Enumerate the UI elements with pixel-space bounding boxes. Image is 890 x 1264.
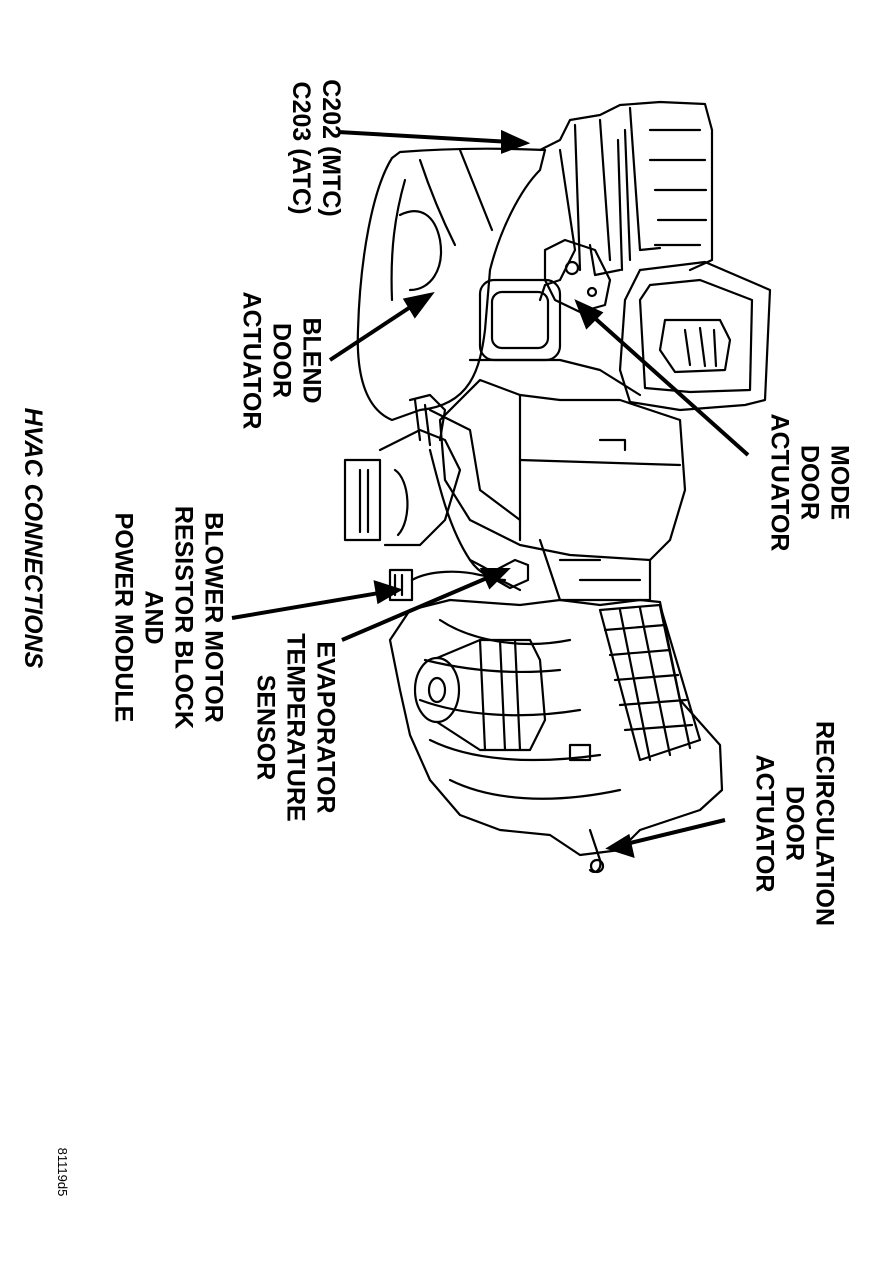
label-blower-motor: BLOWER MOTOR RESISTOR BLOCK AND POWER MO… (104, 498, 229, 738)
label-mode-line-3: ACTUATOR (765, 413, 794, 552)
label-connector-line-2: C203 (ATC) (287, 81, 315, 215)
label-recirc-line-1: RECIRCULATION (810, 720, 839, 927)
label-blower-line-2: RESISTOR BLOCK (169, 505, 198, 730)
label-mode-line-2: DOOR (795, 445, 824, 520)
label-connector-line-1: C202 (MTC) (317, 79, 345, 217)
distribution-housing (356, 100, 714, 422)
label-mode-door-actuator: MODE DOOR ACTUATOR (760, 408, 855, 558)
label-blower-line-1: BLOWER MOTOR (199, 512, 228, 723)
label-recirculation-door-actuator: RECIRCULATION DOOR ACTUATOR (745, 709, 840, 939)
label-blend-line-3: ACTUATOR (237, 291, 266, 430)
arrow-blend-door (328, 291, 435, 362)
arrow-blower-motor (231, 580, 403, 620)
outlet-duct (618, 260, 772, 412)
label-blend-door-actuator: BLEND DOOR ACTUATOR (232, 286, 327, 436)
label-blend-line-2: DOOR (267, 323, 296, 398)
figure-id: 81119d5 (55, 1147, 70, 1197)
arrow-connector (337, 129, 531, 154)
arrow-evaporator (341, 568, 511, 642)
label-blower-line-4: POWER MODULE (109, 512, 138, 723)
arrow-mode-door (574, 299, 750, 457)
label-blower-line-3: AND (139, 590, 168, 645)
label-evap-line-2: TEMPERATURE (281, 633, 310, 822)
label-recirc-line-2: DOOR (780, 786, 809, 861)
blower-motor (343, 393, 522, 602)
blower-housing (388, 598, 724, 874)
label-evap-line-3: SENSOR (251, 674, 280, 781)
label-recirc-line-3: ACTUATOR (750, 754, 779, 893)
main-housing (428, 378, 687, 602)
figure-caption: HVAC CONNECTIONS (19, 407, 47, 669)
label-connector: C202 (MTC) C203 (ATC) (256, 63, 346, 233)
floor-outlet (468, 278, 642, 397)
label-evaporator-sensor: EVAPORATOR TEMPERATURE SENSOR (246, 618, 341, 838)
label-blend-line-1: BLEND (297, 317, 326, 404)
label-evap-line-1: EVAPORATOR (311, 641, 340, 814)
label-mode-line-1: MODE (825, 445, 854, 520)
arrow-recirculation (605, 818, 726, 858)
